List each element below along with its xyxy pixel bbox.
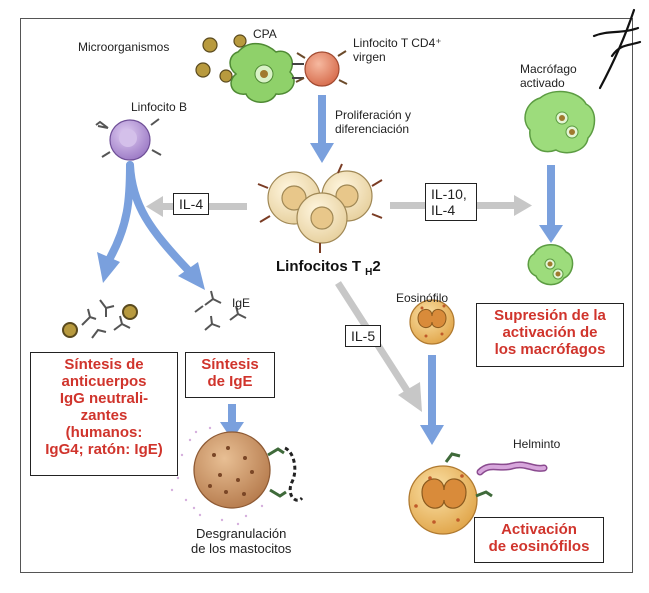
- eosinophil-icon: [409, 299, 455, 345]
- ige-label: IgE: [232, 296, 251, 310]
- arrowhead-ige: [178, 262, 205, 290]
- arrow-macrophage-down: [539, 165, 563, 243]
- helminth-icon: [476, 461, 548, 476]
- igg-synthesis-box: Síntesis de anticuerpos IgG neutrali- za…: [30, 352, 178, 476]
- il4-box: IL-4: [173, 193, 210, 215]
- eosinophil-label: Eosinófilo: [396, 291, 449, 305]
- naive-t-cell-label-line1: Linfocito T CD4⁺: [353, 36, 442, 50]
- ige-antibody-icon: [194, 290, 247, 331]
- arrow-ige-to-mast: [220, 404, 244, 440]
- activated-eosinophil-icon: [408, 452, 493, 535]
- microorganism-icon: [195, 34, 247, 83]
- eosinophil-activation-box: Activación de eosinófilos: [474, 517, 604, 563]
- suppressed-macrophage-icon: [527, 244, 574, 286]
- il4-line: IL-4: [431, 202, 456, 218]
- naive-t-cell-label-line2: virgen: [353, 50, 386, 64]
- macrophage-label-line2: activado: [520, 76, 565, 90]
- th2-cells-title: Linfocitos T H2: [276, 258, 381, 278]
- mast-cell-icon: [170, 426, 304, 526]
- il5-box: IL-5: [345, 325, 382, 347]
- handwritten-mark-icon: [592, 8, 642, 90]
- il10-il4-box: IL-10, IL-4: [425, 183, 477, 221]
- il10-line: IL-10,: [431, 186, 467, 202]
- apc-label: CPA: [253, 27, 277, 41]
- b-cell-icon: [95, 118, 162, 161]
- b-cell-label: Linfocito B: [131, 100, 188, 114]
- ige-synthesis-box: Síntesis de IgE: [185, 352, 275, 398]
- neutralizing-antibody-icon: [62, 299, 138, 339]
- mast-cell-label-line2: de los mastocitos: [191, 541, 292, 556]
- helminth-label: Helminto: [513, 437, 561, 451]
- mast-cell-label-line1: Desgranulación: [196, 526, 287, 541]
- proliferation-label-line2: diferenciación: [335, 122, 410, 136]
- arrowhead-igg: [97, 252, 120, 283]
- proliferation-label-line1: Proliferación y: [335, 108, 412, 122]
- arrow-naive-to-th2: [310, 95, 334, 163]
- arrow-b-cell-fork: [106, 161, 192, 274]
- arrow-eosinophil-down: [420, 355, 444, 445]
- macrophage-label-line1: Macrófago: [520, 62, 577, 76]
- activated-macrophage-icon: [524, 90, 596, 154]
- naive-t-cell-icon: [295, 50, 348, 87]
- th2-cell-cluster-icon: [257, 163, 383, 253]
- apc-cell-icon: [229, 42, 304, 103]
- microorganisms-label: Microorganismos: [78, 40, 170, 54]
- macrophage-suppression-box: Supresión de la activación de los macróf…: [476, 303, 624, 367]
